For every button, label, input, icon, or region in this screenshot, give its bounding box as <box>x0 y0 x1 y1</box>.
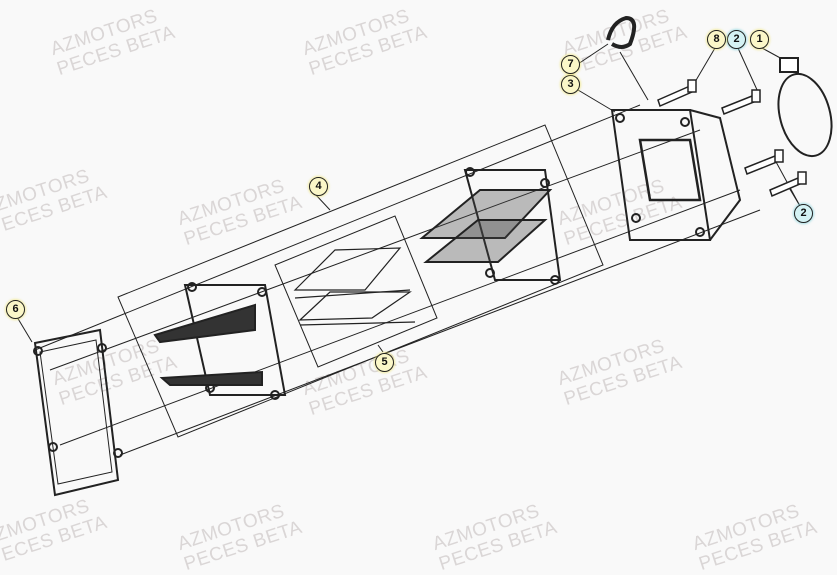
intake-manifold-3 <box>610 109 742 241</box>
bolts <box>657 79 807 198</box>
exploded-view-drawing <box>16 15 833 497</box>
callout-3[interactable]: 3 <box>561 75 580 94</box>
callout-8[interactable]: 8 <box>707 30 726 49</box>
callout-5[interactable]: 5 <box>375 353 394 372</box>
callout-2b[interactable]: 2 <box>794 204 813 223</box>
callout-6[interactable]: 6 <box>6 300 25 319</box>
callout-7[interactable]: 7 <box>561 55 580 74</box>
assembly-4-frame <box>117 124 604 438</box>
kit-5-frame <box>274 215 438 368</box>
cable-tie-7 <box>606 15 637 49</box>
reed-block-left <box>153 282 287 400</box>
hose-clamp-1 <box>777 57 833 158</box>
reed-block-right <box>419 167 562 285</box>
gasket-6 <box>33 328 123 497</box>
callout-1[interactable]: 1 <box>750 30 769 49</box>
callout-4[interactable]: 4 <box>309 177 328 196</box>
reed-petals-5 <box>293 247 416 326</box>
callout-2a[interactable]: 2 <box>727 30 746 49</box>
